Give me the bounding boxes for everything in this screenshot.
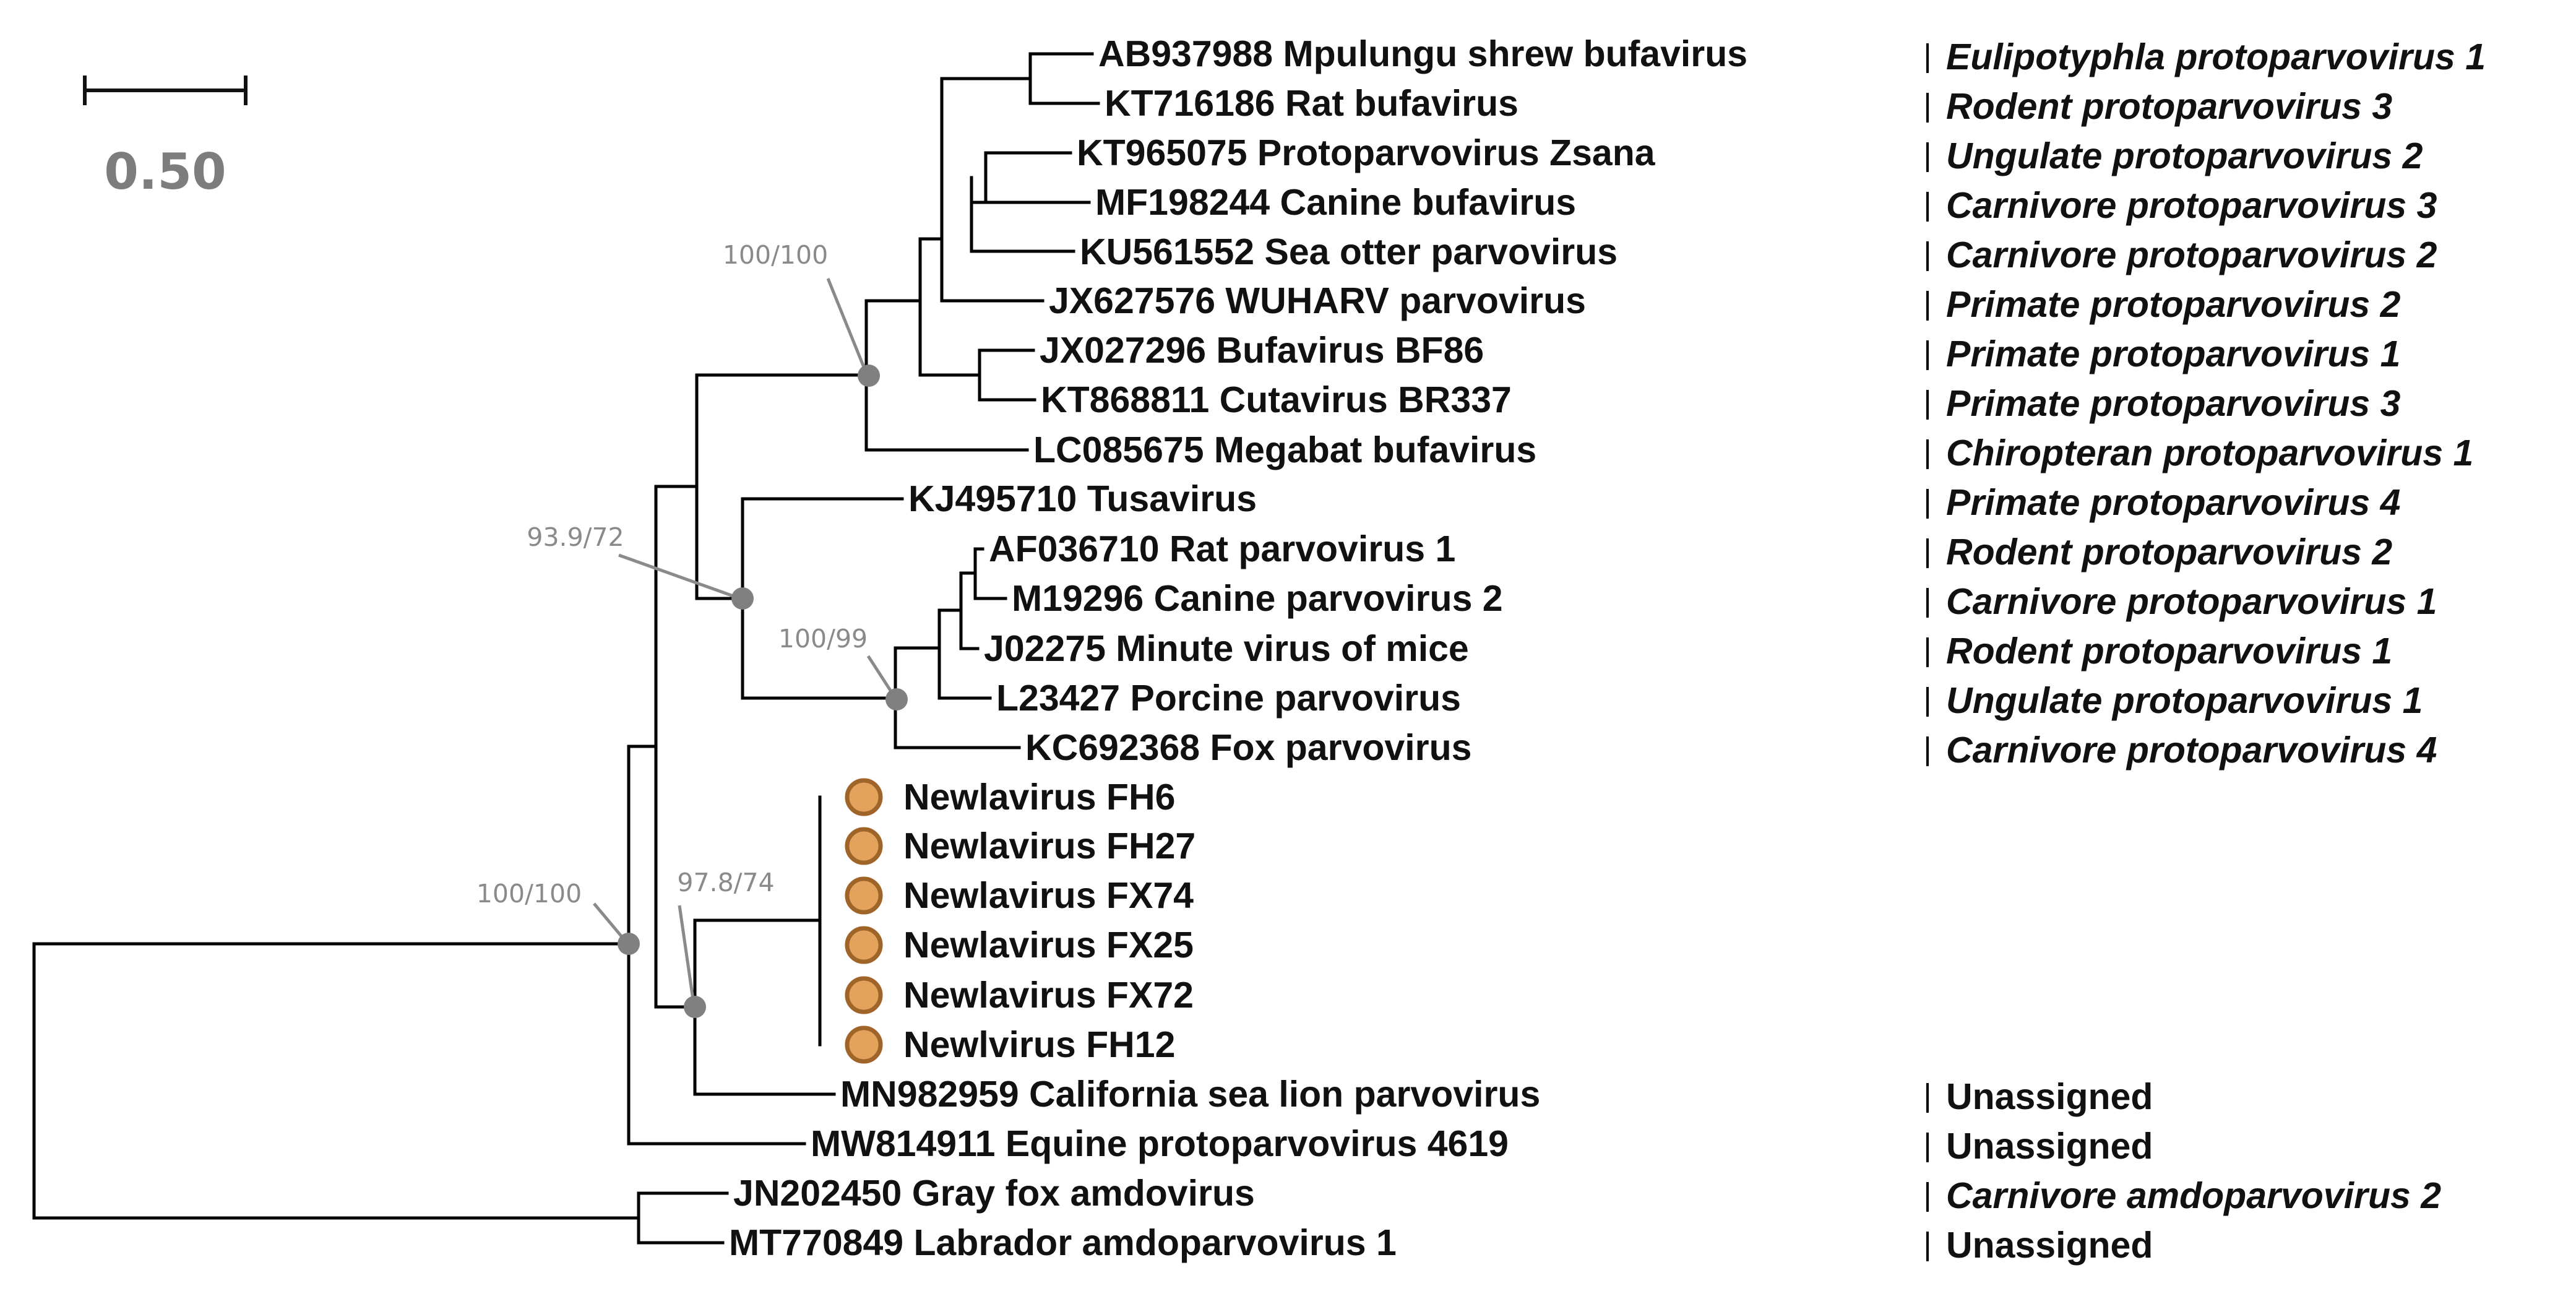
support-protoparvovirus-core: 93.9/72 bbox=[527, 522, 754, 610]
tree-branches bbox=[32, 52, 1100, 1245]
species-label: Carnivore protoparvovirus 4 bbox=[1946, 730, 2437, 771]
newlavirus-marker bbox=[845, 827, 883, 865]
species-label: Carnivore protoparvovirus 1 bbox=[1946, 581, 2437, 622]
newlavirus-markers bbox=[845, 778, 883, 1064]
taxon-label: JN202450 Gray fox amdovirus bbox=[733, 1173, 1255, 1214]
species-label: Carnivore amdoparvovirus 2 bbox=[1946, 1175, 2441, 1216]
species-label: Rodent protoparvovirus 1 bbox=[1946, 631, 2392, 671]
taxon-label: LC085675 Megabat bufavirus bbox=[1033, 430, 1536, 470]
taxon-label: MF198244 Canine bufavirus bbox=[1095, 182, 1576, 223]
taxon-label: KT965075 Protoparvovirus Zsana bbox=[1077, 132, 1656, 173]
species-label: Primate protoparvovirus 4 bbox=[1946, 482, 2400, 523]
taxon-label: Newlavirus FX72 bbox=[903, 975, 1194, 1016]
species-label: Rodent protoparvovirus 3 bbox=[1946, 86, 2392, 127]
species-label: Eulipotyphla protoparvovirus 1 bbox=[1946, 37, 2486, 77]
taxon-label: KJ495710 Tusavirus bbox=[908, 478, 1257, 519]
newlavirus-marker bbox=[845, 778, 883, 816]
species-label: Primate protoparvovirus 2 bbox=[1946, 284, 2401, 325]
scale-bar-label: 0.50 bbox=[104, 143, 226, 201]
newlavirus-marker bbox=[845, 976, 883, 1014]
species-label: Primate protoparvovirus 3 bbox=[1946, 383, 2401, 424]
taxon-label: JX027296 Bufavirus BF86 bbox=[1040, 330, 1484, 371]
species-column: Eulipotyphla protoparvovirus 1 Rodent pr… bbox=[1926, 37, 2486, 1266]
species-label: Unassigned bbox=[1946, 1126, 2153, 1167]
taxon-label: MN982959 California sea lion parvovirus bbox=[840, 1074, 1540, 1115]
taxon-label: JX627576 WUHARV parvovirus bbox=[1049, 280, 1586, 321]
support-values: 100/100 93.9/72 100/99 100/100 97.8/74 bbox=[476, 240, 908, 1018]
newlavirus-marker bbox=[845, 1025, 883, 1064]
support-newlavirus-clade: 97.8/74 bbox=[677, 868, 775, 1018]
taxon-label: Newlavirus FH6 bbox=[903, 777, 1175, 818]
taxon-labels: AB937988 Mpulungu shrew bufavirus KT7161… bbox=[729, 33, 1747, 1263]
taxon-label: MW814911 Equine protoparvovirus 4619 bbox=[811, 1123, 1509, 1164]
taxon-label: M19296 Canine parvovirus 2 bbox=[1012, 578, 1503, 619]
support-label: 100/99 bbox=[778, 624, 868, 654]
species-label: Ungulate protoparvovirus 2 bbox=[1946, 136, 2423, 176]
support-ingroup-root: 100/100 bbox=[476, 879, 640, 955]
species-label: Ungulate protoparvovirus 1 bbox=[1946, 680, 2423, 721]
species-label: Carnivore protoparvovirus 3 bbox=[1946, 185, 2437, 226]
scale-bar: 0.50 bbox=[83, 76, 248, 201]
newlavirus-marker bbox=[845, 926, 883, 964]
taxon-label: Newlvirus FH12 bbox=[903, 1024, 1175, 1065]
taxon-label: KU561552 Sea otter parvovirus bbox=[1080, 231, 1618, 272]
taxon-label: KT868811 Cutavirus BR337 bbox=[1041, 379, 1512, 420]
support-bufavirus-clade: 100/100 bbox=[723, 240, 880, 387]
species-label: Primate protoparvovirus 1 bbox=[1946, 334, 2400, 374]
species-label: Chiropteran protoparvovirus 1 bbox=[1946, 433, 2473, 473]
support-label: 97.8/74 bbox=[677, 868, 774, 897]
support-mvm-clade: 100/99 bbox=[778, 624, 908, 710]
species-label: Unassigned bbox=[1946, 1076, 2153, 1117]
taxon-label: J02275 Minute virus of mice bbox=[984, 628, 1469, 669]
taxon-label: KC692368 Fox parvovirus bbox=[1025, 727, 1471, 768]
taxon-label: AB937988 Mpulungu shrew bufavirus bbox=[1098, 33, 1747, 74]
taxon-label: KT716186 Rat bufavirus bbox=[1105, 83, 1518, 124]
taxon-label: AF036710 Rat parvovirus 1 bbox=[989, 529, 1455, 569]
species-label: Unassigned bbox=[1946, 1225, 2153, 1266]
species-label: Rodent protoparvovirus 2 bbox=[1946, 532, 2392, 572]
species-label: Carnivore protoparvovirus 2 bbox=[1946, 235, 2437, 275]
support-label: 93.9/72 bbox=[527, 522, 624, 552]
taxon-label: Newlavirus FX25 bbox=[903, 925, 1194, 965]
support-label: 100/100 bbox=[723, 240, 828, 270]
taxon-label: MT770849 Labrador amdoparvovirus 1 bbox=[729, 1222, 1397, 1263]
support-label: 100/100 bbox=[476, 879, 582, 909]
taxon-label: L23427 Porcine parvovirus bbox=[996, 678, 1461, 719]
newlavirus-marker bbox=[845, 876, 883, 915]
taxon-label: Newlavirus FH27 bbox=[903, 826, 1195, 866]
taxon-label: Newlavirus FX74 bbox=[903, 875, 1194, 916]
